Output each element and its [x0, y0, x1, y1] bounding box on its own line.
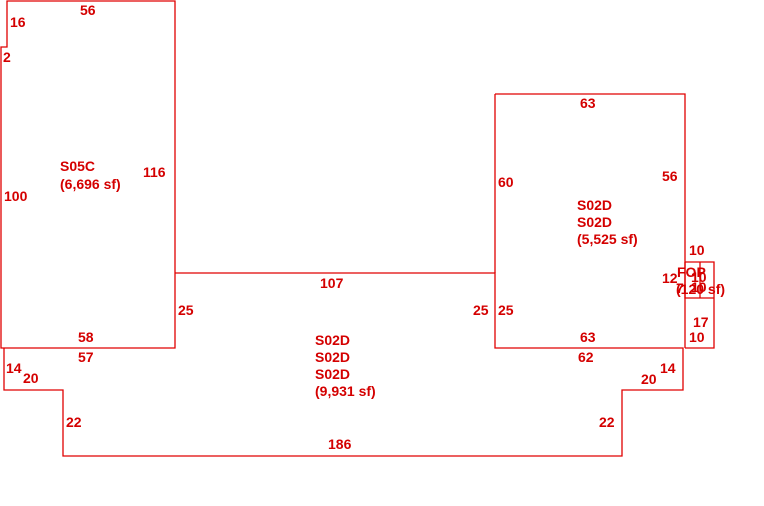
dim-label: 22	[599, 414, 615, 430]
dim-label: 56	[662, 168, 678, 184]
dim-label: 100	[4, 188, 28, 204]
s02d-main-area-label: (9,931 sf)	[315, 383, 376, 399]
dim-label: 2	[3, 49, 11, 65]
s05c-code-label: S05C	[60, 158, 95, 174]
s05c-outline	[0, 0, 176, 349]
s02d-main-code-label-2: S02D	[315, 349, 350, 365]
dim-label: 10	[689, 242, 705, 258]
dim-label: 116	[143, 164, 166, 180]
dim-label: 56	[80, 2, 96, 18]
dim-label: 14	[6, 360, 22, 376]
dim-label: 7	[676, 280, 684, 296]
dim-label: 16	[10, 14, 26, 30]
dim-label: 17	[693, 314, 709, 330]
dim-label: 107	[320, 275, 344, 291]
fop-code-label: FOP	[677, 264, 706, 280]
s02d-main-outline	[3, 272, 684, 457]
dim-label: 58	[78, 329, 94, 345]
dim-label: 60	[498, 174, 514, 190]
s02d-right-code-label-2: S02D	[577, 214, 612, 230]
dim-label: 62	[578, 349, 594, 365]
dim-label: 14	[660, 360, 676, 376]
s05c-area-label: (6,696 sf)	[60, 176, 121, 192]
dim-label: 10	[689, 329, 705, 345]
dim-label: 20	[23, 370, 39, 386]
dim-label: 10	[691, 269, 707, 285]
s02d-main-code-label-1: S02D	[315, 332, 350, 348]
dim-label: 25	[498, 302, 514, 318]
dim-label: 20	[641, 371, 657, 387]
s02d-right-code-label-1: S02D	[577, 197, 612, 213]
dim-label: 12	[662, 270, 678, 286]
dim-label: 63	[580, 329, 596, 345]
fop-area-label: (120 sf)	[676, 281, 725, 297]
dim-label: 22	[66, 414, 82, 430]
s02d-main-code-label-3: S02D	[315, 366, 350, 382]
fop-outline	[684, 261, 715, 349]
dim-label: 186	[328, 436, 352, 452]
dim-label: 25	[473, 302, 489, 318]
dim-label: 57	[78, 349, 94, 365]
dim-label: 63	[580, 95, 596, 111]
s02d-right-area-label: (5,525 sf)	[577, 231, 638, 247]
dim-label: 25	[178, 302, 194, 318]
dim-label: 10	[691, 279, 707, 295]
